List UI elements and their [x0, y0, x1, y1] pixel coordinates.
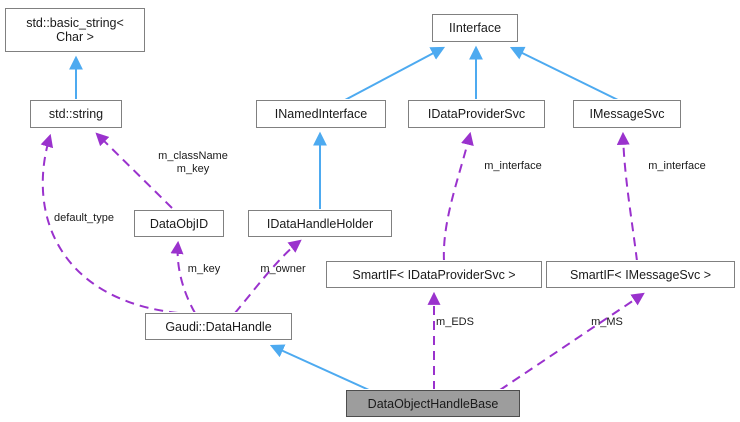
- edge-gaudi_datahandle-to-dataobjid: [170, 240, 196, 314]
- edge-gaudi_datahandle-to-idatahandleholder: [234, 239, 302, 314]
- edge-label-m-ms: m_MS: [591, 316, 623, 328]
- node-imessagesvc[interactable]: IMessageSvc: [572, 99, 682, 129]
- edge-smartif_ms-to-imessagesvc: [616, 131, 638, 262]
- edge-label-m-owner: m_owner: [260, 263, 306, 275]
- edge-dataobjecthandlebase-to-smartif_ms: [499, 292, 645, 391]
- node-iinterface[interactable]: IInterface: [431, 13, 519, 43]
- node-smartif-imessagesvc[interactable]: SmartIF< IMessageSvc >: [545, 260, 736, 289]
- edge-imessagesvc-to-iinterface: [509, 46, 619, 101]
- node-inamedinterface[interactable]: INamedInterface: [255, 99, 387, 129]
- edge-label-m-eds: m_EDS: [436, 316, 474, 328]
- node-idatahandleholder[interactable]: IDataHandleHolder: [247, 209, 393, 238]
- node-std-basic-string[interactable]: std::basic_string< Char >: [4, 7, 146, 53]
- node-dataobjid[interactable]: DataObjID: [133, 209, 225, 238]
- edge-smartif_dps-to-idataprovidersvc: [442, 131, 474, 262]
- node-gaudi-datahandle[interactable]: Gaudi::DataHandle: [144, 312, 293, 341]
- edge-dataobjid-to-std_string: [95, 132, 173, 209]
- edge-label-m-classname-m-key: m_className m_key: [158, 150, 228, 175]
- edge-dataobjecthandlebase-to-gaudi_datahandle: [269, 344, 370, 391]
- node-idataprovidersvc[interactable]: IDataProviderSvc: [407, 99, 546, 129]
- edge-label-m-interface-dataprovidersvc: m_interface: [484, 160, 542, 172]
- edge-inamedinterface-to-iinterface: [344, 46, 446, 101]
- node-dataobjecthandlebase[interactable]: DataObjectHandleBase: [345, 389, 521, 418]
- edge-gaudi_datahandle-to-std_string: [40, 133, 179, 314]
- node-std-string[interactable]: std::string: [29, 99, 123, 129]
- edge-label-m-interface-messagesvc: m_interface: [648, 160, 706, 172]
- edge-label-m-key: m_key: [187, 263, 221, 275]
- node-smartif-idataprovidersvc[interactable]: SmartIF< IDataProviderSvc >: [325, 260, 543, 289]
- edge-label-default-type: default_type: [54, 212, 114, 224]
